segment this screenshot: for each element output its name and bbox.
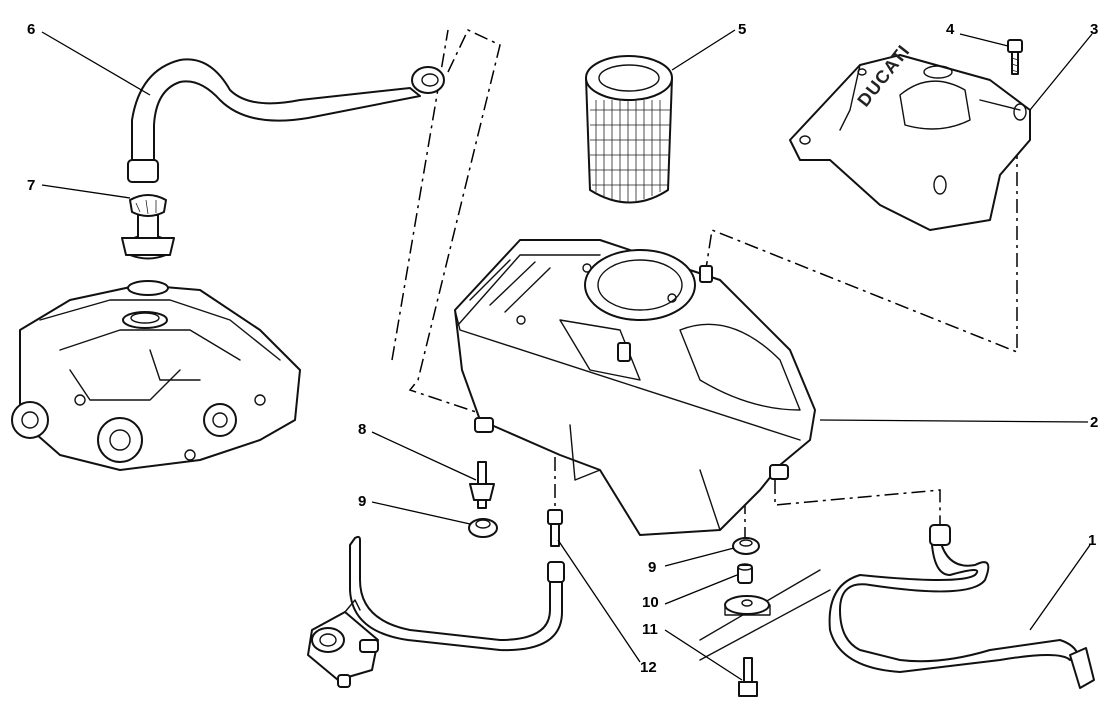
callout-7: 7 (27, 177, 35, 194)
breather-hose (127, 58, 445, 183)
callout-2: 2 (1090, 414, 1098, 431)
frame-bracket (699, 569, 831, 661)
callout-3: 3 (1090, 21, 1098, 38)
airbox-cover: DUCATI (789, 41, 1031, 231)
grommet-9-left (468, 518, 498, 538)
grommet-9-right (732, 537, 760, 555)
callout-9-left: 9 (358, 493, 366, 510)
leader-lines (41, 29, 1093, 681)
drain-tube (828, 524, 1095, 689)
fitting-12 (547, 509, 563, 547)
drain-hose (349, 535, 565, 652)
callout-10: 10 (642, 594, 659, 611)
callout-6: 6 (27, 21, 35, 38)
breather-fitting (121, 194, 175, 296)
stud-8 (469, 461, 495, 509)
callout-5: 5 (738, 21, 746, 38)
callout-labels: 1 2 3 4 5 6 7 8 9 9 10 11 12 (27, 21, 1098, 676)
filter-mesh (590, 100, 670, 202)
callout-11: 11 (642, 621, 658, 638)
callout-4: 4 (946, 21, 955, 38)
bolt-11 (738, 657, 758, 697)
callout-1: 1 (1088, 532, 1096, 549)
cover-bolt (1007, 39, 1023, 75)
o-ring (127, 280, 169, 296)
callout-8: 8 (358, 421, 366, 438)
callout-12: 12 (640, 659, 657, 676)
callout-9-right: 9 (648, 559, 656, 576)
hose-clamp (129, 194, 167, 217)
valve-solenoid (307, 599, 379, 688)
bushing-10 (737, 563, 753, 584)
engine-crankcase (11, 284, 301, 471)
air-filter (585, 55, 673, 204)
airbox (454, 239, 816, 536)
